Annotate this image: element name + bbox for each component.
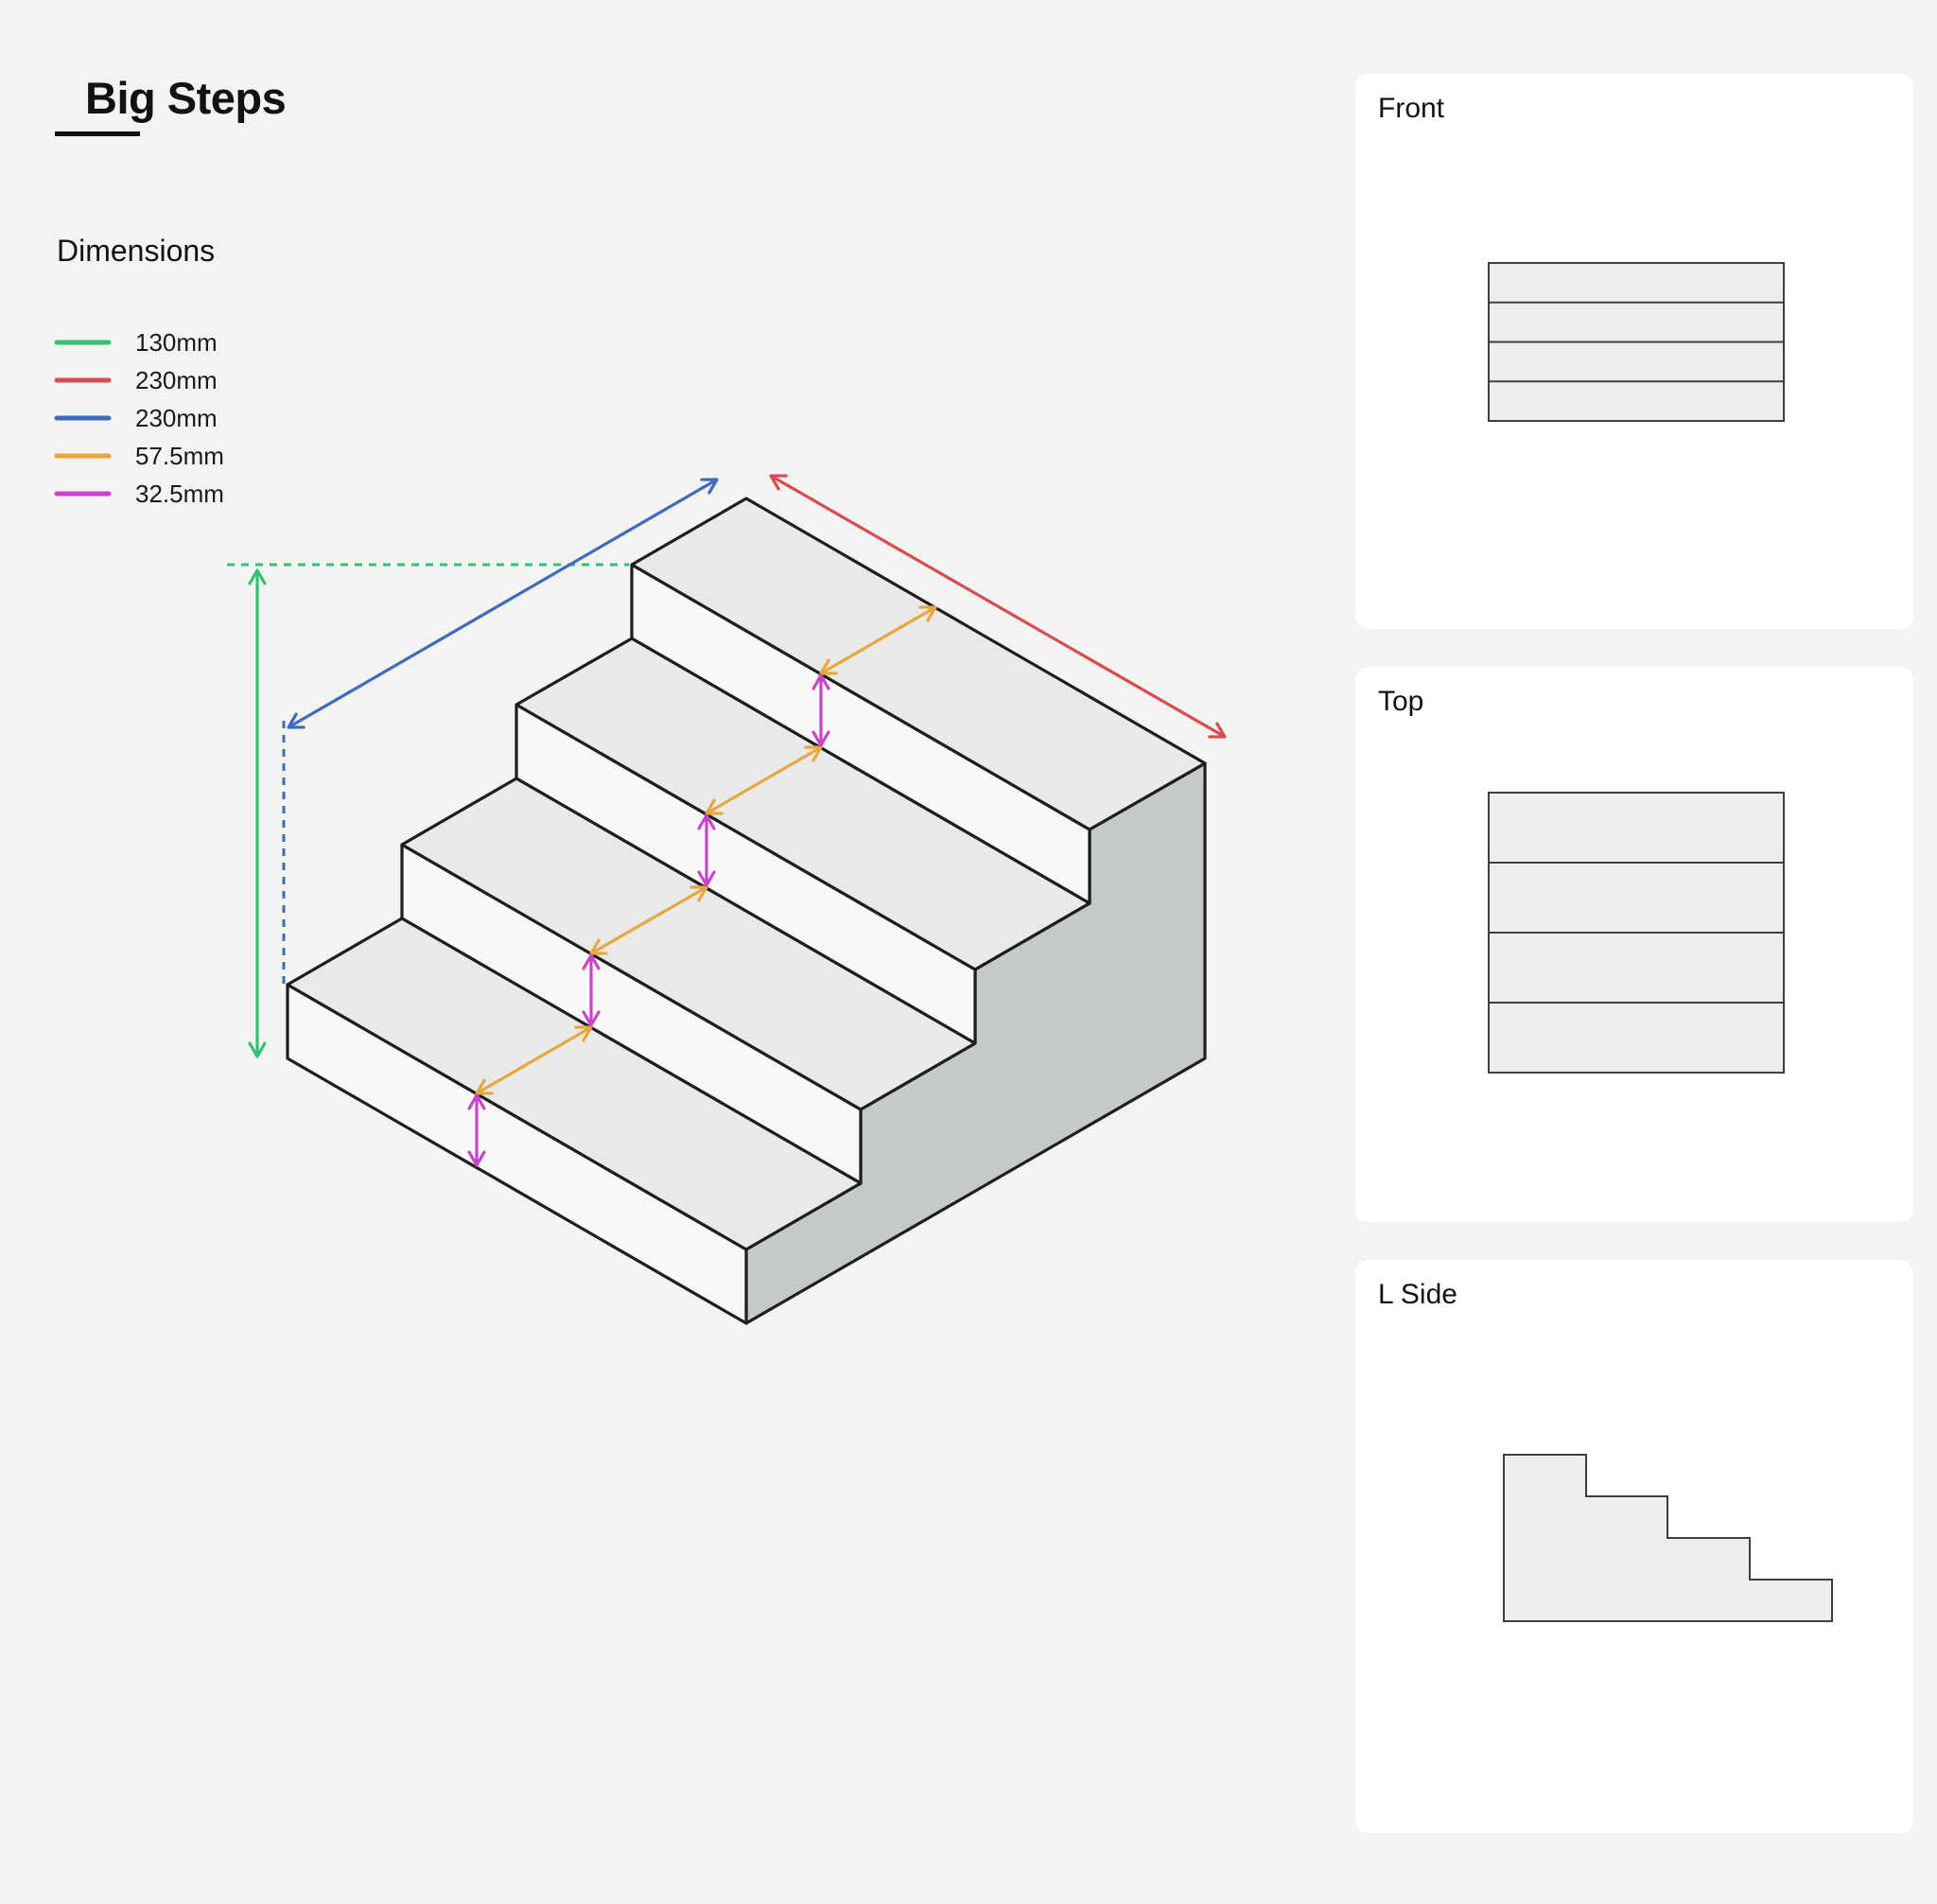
top-view-label: Top <box>1378 686 1424 717</box>
legend-heading: Dimensions <box>57 234 216 268</box>
dimension-legend: 130mm 230mm 230mm 57.5mm 32.5mm <box>54 323 224 513</box>
legend-label: 57.5mm <box>135 441 224 470</box>
title-underline <box>55 131 140 136</box>
legend-swatch-magenta-icon <box>54 491 112 497</box>
left-side-view-label: L Side <box>1378 1279 1457 1310</box>
legend-swatch-green-icon <box>54 340 112 345</box>
legend-swatch-red-icon <box>54 377 112 383</box>
top-view-drawing <box>1488 792 1785 1074</box>
width-dimension-arrow <box>769 474 1227 739</box>
left-side-view-drawing <box>1503 1454 1833 1622</box>
legend-item-depth: 230mm <box>54 399 224 437</box>
legend-item-riser: 32.5mm <box>54 475 224 513</box>
front-view-label: Front <box>1378 93 1445 124</box>
legend-swatch-blue-icon <box>54 415 112 421</box>
legend-label: 230mm <box>135 365 218 394</box>
legend-label: 130mm <box>135 327 218 357</box>
legend-swatch-orange-icon <box>54 453 112 459</box>
legend-label: 230mm <box>135 403 218 432</box>
legend-item-tread: 57.5mm <box>54 437 224 475</box>
depth-dimension-arrow <box>287 478 719 729</box>
page-title: Big Steps <box>85 73 287 123</box>
tread-dimension-arrow <box>589 885 708 955</box>
tread-dimension-arrow <box>819 605 937 675</box>
legend-item-height: 130mm <box>54 323 224 361</box>
tread-dimension-arrow <box>475 1025 593 1095</box>
front-view-panel: Front <box>1355 74 1913 629</box>
front-view-drawing <box>1488 262 1785 422</box>
legend-item-width: 230mm <box>54 361 224 399</box>
tread-dimension-arrow <box>705 745 823 815</box>
legend-label: 32.5mm <box>135 479 224 508</box>
top-view-panel: Top <box>1355 667 1913 1222</box>
left-side-view-panel: L Side <box>1355 1260 1913 1833</box>
